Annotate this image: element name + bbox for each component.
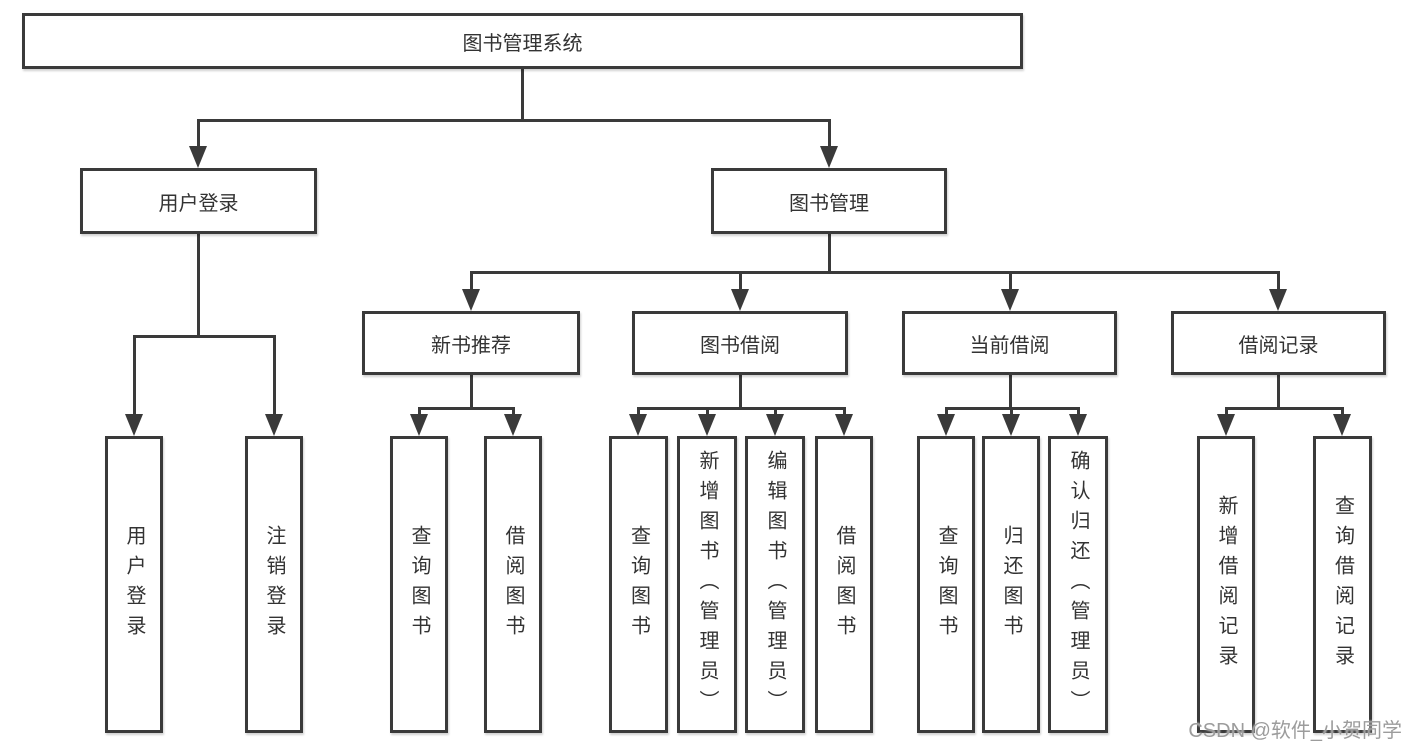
- leaf-borrow-books-recommend: 借阅图书: [484, 436, 542, 733]
- connector-line: [1009, 375, 1012, 409]
- connector-line: [418, 407, 421, 417]
- connector-line: [512, 407, 515, 417]
- connector-line: [273, 335, 276, 416]
- node-book-management-label: 图书管理: [789, 192, 869, 215]
- connector-line: [197, 234, 200, 337]
- leaf-add-borrow-record-label: 新增借阅记录: [1215, 494, 1237, 675]
- leaf-query-borrow-record-label: 查询借阅记录: [1331, 494, 1354, 675]
- arrowhead-icon: [835, 414, 853, 436]
- node-new-book-recommend-label: 新书推荐: [431, 334, 511, 357]
- node-root: 图书管理系统: [22, 13, 1023, 69]
- connector-line: [828, 119, 831, 149]
- node-current-borrow: 当前借阅: [902, 311, 1117, 375]
- leaf-borrow-books: 借阅图书: [815, 436, 873, 733]
- arrowhead-icon: [1001, 289, 1019, 311]
- connector-line: [1225, 407, 1228, 417]
- arrowhead-icon: [1217, 414, 1235, 436]
- arrowhead-icon: [125, 414, 143, 436]
- leaf-edit-book-admin-label: 编辑图书（管理员）: [764, 449, 786, 720]
- connector-line: [1009, 271, 1012, 291]
- connector-line: [637, 407, 640, 417]
- arrowhead-icon: [629, 414, 647, 436]
- leaf-query-books-recommend: 查询图书: [390, 436, 448, 733]
- node-book-borrow-label: 图书借阅: [700, 334, 780, 357]
- connector-line: [1077, 407, 1080, 417]
- connector-line: [133, 335, 136, 416]
- connector-line: [197, 119, 200, 149]
- connector-line: [133, 335, 275, 338]
- node-book-management: 图书管理: [711, 168, 947, 234]
- node-borrow-records: 借阅记录: [1171, 311, 1386, 375]
- connector-line: [843, 407, 846, 417]
- connector-line: [1225, 407, 1343, 410]
- arrowhead-icon: [189, 146, 207, 168]
- leaf-borrow-books-label: 借阅图书: [833, 524, 855, 645]
- connector-line: [1277, 271, 1280, 291]
- watermark: CSDN @软件_小贺同学: [1188, 720, 1402, 742]
- leaf-query-books-borrow: 查询图书: [609, 436, 668, 733]
- connector-line: [739, 375, 742, 409]
- connector-line: [706, 407, 709, 417]
- leaf-query-books-borrow-label: 查询图书: [627, 524, 650, 645]
- leaf-logout-login-label: 注销登录: [263, 524, 285, 645]
- node-user-login: 用户登录: [80, 168, 317, 234]
- connector-line: [739, 271, 742, 291]
- leaf-query-books-current: 查询图书: [917, 436, 975, 733]
- node-root-label: 图书管理系统: [462, 32, 583, 55]
- leaf-query-books-recommend-label: 查询图书: [408, 524, 430, 645]
- leaf-confirm-return-admin-label: 确认归还（管理员）: [1067, 449, 1089, 720]
- connector-line: [1277, 375, 1280, 409]
- arrowhead-icon: [462, 289, 480, 311]
- connector-line: [828, 234, 831, 273]
- arrowhead-icon: [504, 414, 522, 436]
- connector-line: [1010, 407, 1013, 417]
- connector-line: [418, 407, 514, 410]
- arrowhead-icon: [820, 146, 838, 168]
- node-user-login-label: 用户登录: [158, 192, 239, 215]
- connector-line: [637, 407, 845, 410]
- connector-line: [197, 119, 830, 122]
- leaf-user-login-label: 用户登录: [123, 524, 145, 645]
- arrowhead-icon: [731, 289, 749, 311]
- connector-line: [470, 375, 473, 409]
- connector-line: [774, 407, 777, 417]
- leaf-borrow-books-recommend-label: 借阅图书: [502, 524, 524, 645]
- connector-line: [470, 271, 1279, 274]
- arrowhead-icon: [698, 414, 716, 436]
- node-book-borrow: 图书借阅: [632, 311, 848, 375]
- connector-line: [1341, 407, 1344, 417]
- connector-line: [470, 271, 473, 291]
- leaf-confirm-return-admin: 确认归还（管理员）: [1048, 436, 1108, 733]
- leaf-query-books-current-label: 查询图书: [935, 524, 957, 645]
- leaf-query-borrow-record: 查询借阅记录: [1313, 436, 1372, 733]
- node-borrow-records-label: 借阅记录: [1238, 334, 1319, 357]
- arrowhead-icon: [1269, 289, 1287, 311]
- arrowhead-icon: [937, 414, 955, 436]
- connector-line: [945, 407, 948, 417]
- leaf-return-books: 归还图书: [982, 436, 1040, 733]
- arrowhead-icon: [1002, 414, 1020, 436]
- arrowhead-icon: [766, 414, 784, 436]
- leaf-logout-login: 注销登录: [245, 436, 303, 733]
- arrowhead-icon: [410, 414, 428, 436]
- leaf-add-borrow-record: 新增借阅记录: [1197, 436, 1255, 733]
- leaf-return-books-label: 归还图书: [1000, 524, 1022, 645]
- arrowhead-icon: [1069, 414, 1087, 436]
- leaf-add-book-admin: 新增图书（管理员）: [677, 436, 737, 733]
- connector-line: [521, 69, 524, 120]
- arrowhead-icon: [1333, 414, 1351, 436]
- leaf-edit-book-admin: 编辑图书（管理员）: [745, 436, 805, 733]
- node-new-book-recommend: 新书推荐: [362, 311, 580, 375]
- node-current-borrow-label: 当前借阅: [969, 334, 1050, 357]
- leaf-user-login: 用户登录: [105, 436, 163, 733]
- leaf-add-book-admin-label: 新增图书（管理员）: [696, 449, 718, 720]
- arrowhead-icon: [265, 414, 283, 436]
